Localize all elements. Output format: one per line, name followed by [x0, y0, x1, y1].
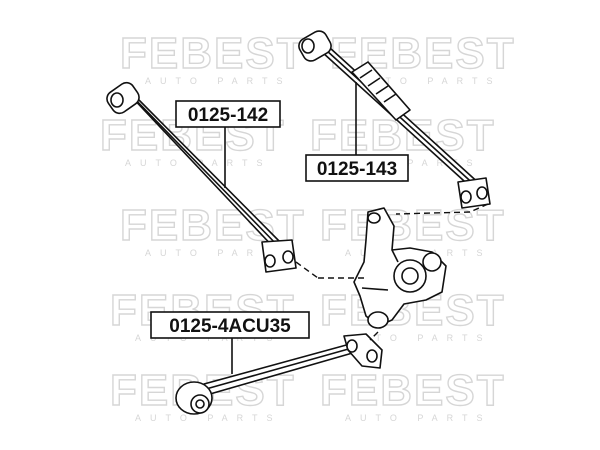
svg-text:AUTO PARTS: AUTO PARTS [345, 413, 492, 423]
arm-end-bracket [343, 333, 383, 369]
svg-text:AUTO PARTS: AUTO PARTS [135, 413, 282, 423]
arm-bushing [175, 381, 213, 415]
svg-text:AUTO PARTS: AUTO PARTS [345, 333, 492, 343]
svg-text:FEBEST: FEBEST [320, 366, 506, 415]
assembly-lines [295, 203, 489, 341]
arm-end-bracket [457, 177, 491, 209]
rear-lateral-arm [106, 81, 297, 273]
svg-text:FEBEST: FEBEST [120, 29, 306, 78]
svg-text:AUTO PARTS: AUTO PARTS [145, 76, 292, 86]
part-number: 0125-143 [317, 159, 397, 180]
part-label-0125-4ACU35[interactable]: 0125-4ACU35 [150, 311, 310, 374]
part-label-0125-143[interactable]: 0125-143 [305, 82, 409, 182]
svg-text:AUTO PARTS: AUTO PARTS [355, 76, 502, 86]
svg-text:AUTO PARTS: AUTO PARTS [145, 248, 292, 258]
part-number: 0125-142 [188, 105, 268, 126]
watermark-logo: FEBEST AUTO PARTS [119, 28, 306, 86]
rear-trailing-arm [175, 333, 383, 415]
rear-knuckle [353, 207, 447, 329]
part-number: 0125-4ACU35 [169, 316, 291, 337]
part-label-0125-142[interactable]: 0125-142 [175, 100, 281, 188]
arm-bushing [298, 30, 332, 62]
svg-text:FEBEST: FEBEST [320, 201, 506, 250]
watermark-logo: FEBEST AUTO PARTS [319, 365, 506, 423]
arm-end-bracket [261, 239, 297, 273]
arm-bushing [106, 81, 140, 115]
rear-adjustable-arm [298, 30, 491, 209]
adjuster-sleeve [351, 61, 411, 121]
